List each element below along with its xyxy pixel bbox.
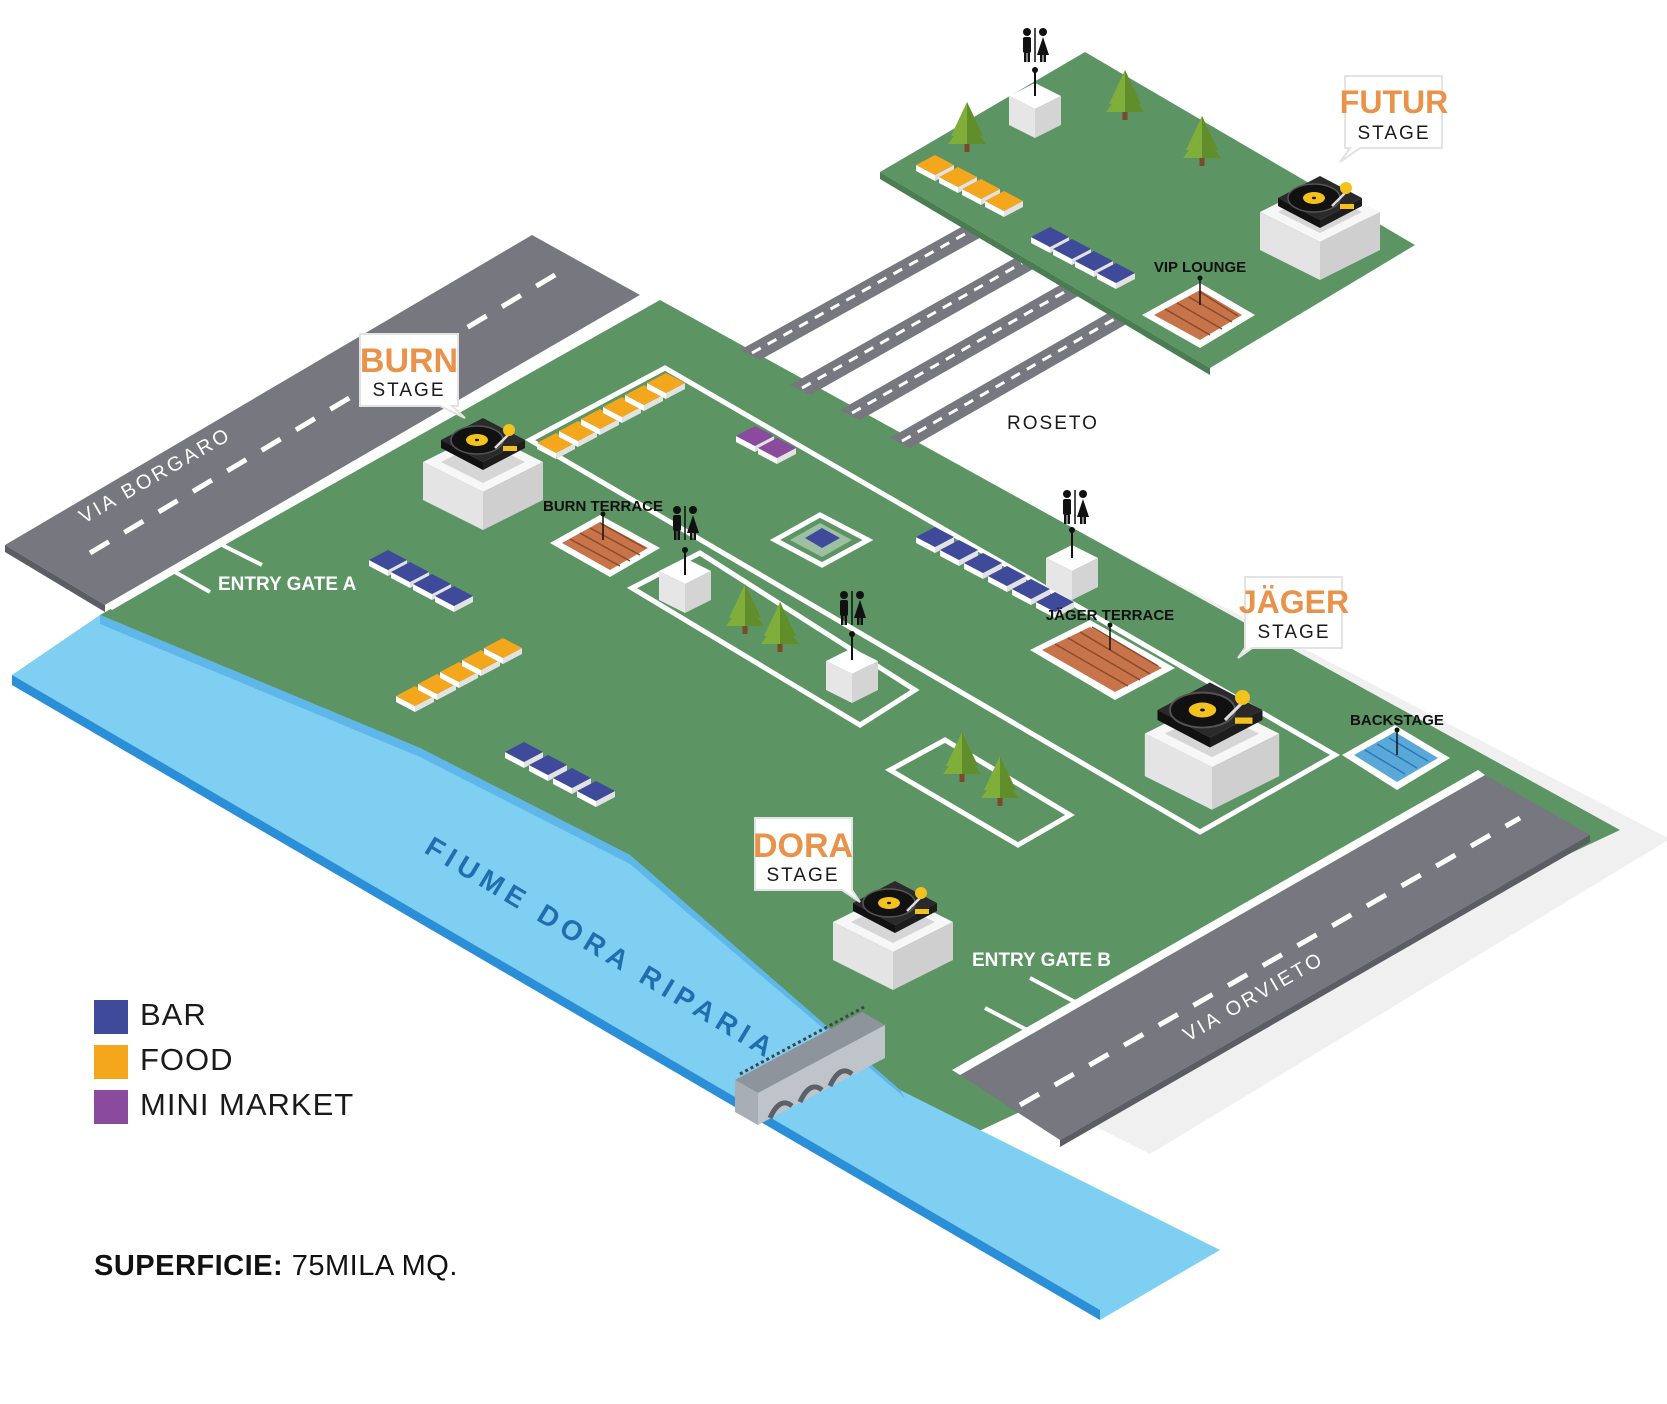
stage-futur-name: FUTUR (1340, 84, 1448, 120)
stage-dora-name: DORA (753, 827, 853, 865)
connector-paths (740, 225, 1130, 448)
area-info: SUPERFICIE: 75MILA MQ. (94, 1250, 458, 1283)
bar-stall (505, 742, 543, 768)
bar-stall (577, 781, 615, 807)
vip-lounge-deck (1142, 283, 1255, 348)
stage-dora-sub: STAGE (767, 865, 840, 886)
legend-swatch-bar (94, 1000, 128, 1034)
road-via-borgaro (5, 235, 640, 605)
bar-stall (916, 527, 954, 553)
food-stall (647, 373, 685, 399)
legend-label-mini-market: MINI MARKET (140, 1087, 355, 1122)
label-burn-terrace: BURN TERRACE (543, 498, 663, 515)
bar-stall (1036, 592, 1074, 618)
river (12, 615, 1220, 1320)
mini-market-stall (758, 438, 796, 464)
label-roseto: ROSETO (1007, 413, 1099, 434)
food-stall (484, 638, 522, 664)
bar-stall (1012, 579, 1050, 605)
backstage-pool (1342, 725, 1450, 790)
bar-stall (940, 540, 978, 566)
callouts (359, 75, 1443, 903)
stage-burn-name: BURN (360, 342, 458, 380)
bar-stall (1097, 263, 1135, 289)
food-stall (985, 191, 1023, 217)
label-backstage: BACKSTAGE (1350, 712, 1444, 729)
stalls (369, 155, 1135, 807)
futur-grounds (880, 52, 1415, 368)
stage-jager-sub: STAGE (1258, 622, 1331, 643)
bar-stall (529, 755, 567, 781)
bar-stall (988, 566, 1026, 592)
food-stall (916, 155, 954, 181)
restroom-icon (1022, 27, 1050, 63)
legend-label-bar: BAR (140, 997, 207, 1032)
label-entry-gate-b: ENTRY GATE B (972, 950, 1111, 971)
stage-burn-sub: STAGE (373, 380, 446, 401)
label-jager-terrace: JÄGER TERRACE (1046, 607, 1174, 624)
bar-stall (964, 553, 1002, 579)
label-vip-lounge: VIP LOUNGE (1154, 259, 1246, 276)
legend-swatch-food (94, 1045, 128, 1079)
jager-terrace-deck (1030, 620, 1175, 700)
legend-swatch-mini-market (94, 1090, 128, 1124)
area-value: 75MILA MQ. (291, 1250, 458, 1282)
restrooms (659, 27, 1098, 703)
stage-jager-name: JÄGER (1239, 584, 1349, 620)
label-entry-gate-a: ENTRY GATE A (218, 574, 357, 595)
stage-futur-sub: STAGE (1358, 123, 1431, 144)
area-label: SUPERFICIE: (94, 1250, 284, 1282)
food-stall (962, 179, 1000, 205)
burn-terrace-deck (550, 515, 660, 577)
bridge-icon (735, 1004, 885, 1125)
restroom-icon (1062, 489, 1090, 525)
bar-stall (553, 768, 591, 794)
bar-stall (435, 586, 473, 612)
legend-label-food: FOOD (140, 1042, 234, 1077)
